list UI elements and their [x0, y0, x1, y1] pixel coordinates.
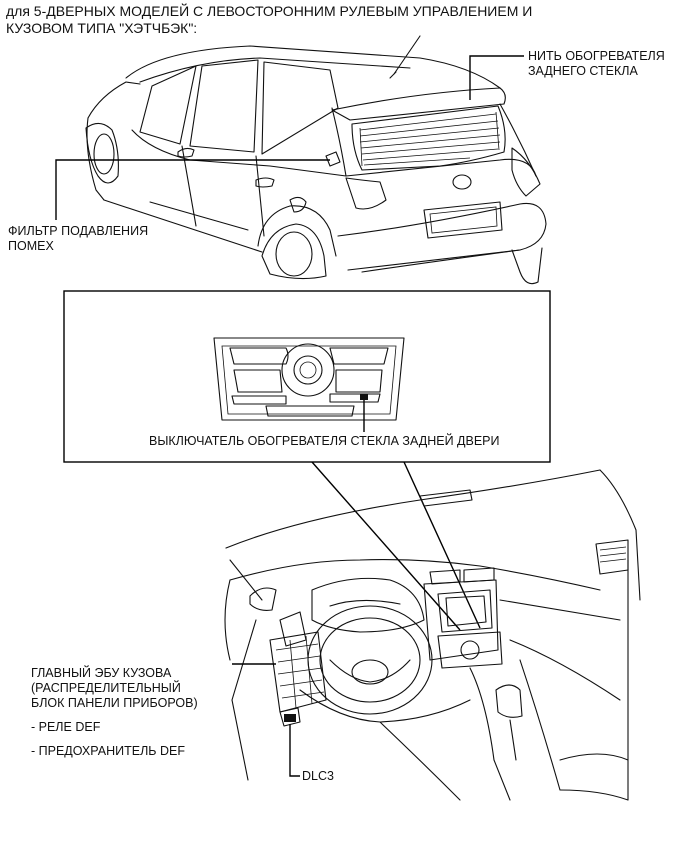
label-ecu-def-relay: - РЕЛЕ DEF — [31, 720, 101, 734]
leader-noise-filter — [55, 159, 330, 220]
label-noise-filter-line2: ПОМЕХ — [8, 239, 54, 253]
climate-control-panel — [213, 337, 405, 421]
diagram-title: для 5-ДВЕРНЫХ МОДЕЛЕЙ С ЛЕВОСТОРОННИМ РУ… — [6, 3, 532, 37]
label-rear-defogger-wire-line1: НИТЬ ОБОГРЕВАТЕЛЯ — [528, 49, 665, 63]
label-rear-defogger-wire-line2: ЗАДНЕГО СТЕКЛА — [528, 64, 638, 78]
title-line-1: для 5-ДВЕРНЫХ МОДЕЛЕЙ С ЛЕВОСТОРОННИМ РУ… — [6, 3, 533, 19]
hatchback-car-drawing — [85, 35, 547, 285]
inset-frame — [63, 290, 551, 463]
label-dlc3: DLC3 — [302, 769, 334, 783]
leader-inset-right — [403, 461, 481, 629]
dlc3-connector — [284, 714, 296, 722]
dashboard-drawing — [224, 469, 641, 801]
label-ecu-line1: ГЛАВНЫЙ ЭБУ КУЗОВА — [31, 666, 172, 680]
label-noise-filter: ФИЛЬТР ПОДАВЛЕНИЯ ПОМЕХ — [8, 224, 148, 254]
leader-inset-left — [311, 461, 461, 631]
rear-defogger-switch — [360, 394, 368, 400]
label-ecu-line2: (РАСПРЕДЕЛИТЕЛЬНЫЙ — [31, 681, 181, 695]
label-noise-filter-line1: ФИЛЬТР ПОДАВЛЕНИЯ — [8, 224, 149, 238]
label-ecu-def-fuse: - ПРЕДОХРАНИТЕЛЬ DEF — [31, 744, 185, 758]
label-defogger-switch: ВЫКЛЮЧАТЕЛЬ ОБОГРЕВАТЕЛЯ СТЕКЛА ЗАДНЕЙ Д… — [149, 434, 500, 448]
title-line-2: КУЗОВОМ ТИПА "ХЭТЧБЭК": — [6, 20, 198, 36]
leader-defogger-wire — [469, 55, 524, 100]
label-rear-defogger-wire: НИТЬ ОБОГРЕВАТЕЛЯ ЗАДНЕГО СТЕКЛА — [528, 49, 665, 79]
label-ecu-line3: БЛОК ПАНЕЛИ ПРИБОРОВ) — [31, 696, 198, 710]
leader-dlc3 — [289, 724, 300, 777]
defogger-wire-lines — [359, 111, 501, 167]
label-main-body-ecu: ГЛАВНЫЙ ЭБУ КУЗОВА (РАСПРЕДЕЛИТЕЛЬНЫЙ БЛ… — [31, 666, 198, 759]
